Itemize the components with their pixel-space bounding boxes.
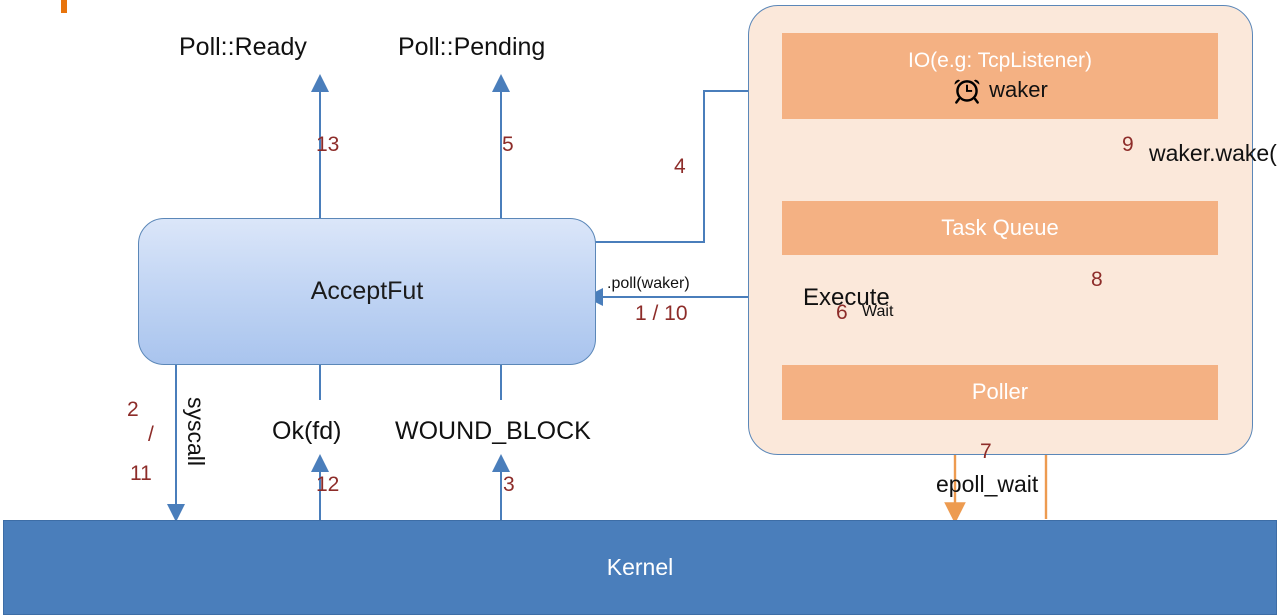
step-number-1-10: 1 / 10 bbox=[635, 302, 688, 325]
label-poll-pending: Poll::Pending bbox=[398, 33, 546, 61]
step-number-6: 6 bbox=[836, 301, 848, 324]
accept-fut-label: AcceptFut bbox=[310, 277, 424, 305]
poller-label: Poller bbox=[971, 379, 1029, 405]
step-number-11: 11 bbox=[130, 462, 152, 485]
execute-node[interactable]: Execute bbox=[803, 284, 890, 311]
step-number-5: 5 bbox=[502, 133, 514, 156]
step-number-4: 4 bbox=[674, 155, 686, 178]
accent-tick-mark bbox=[61, 0, 67, 13]
poller-node[interactable]: Poller bbox=[782, 365, 1218, 420]
label-would-block: WOUND_BLOCK bbox=[395, 417, 591, 445]
io-title: IO(e.g: TcpListener) bbox=[907, 49, 1093, 72]
step-number-3: 3 bbox=[503, 473, 515, 496]
alarm-clock-icon bbox=[952, 75, 982, 105]
step-number-9: 9 bbox=[1122, 133, 1134, 156]
label-waker-wake: waker.wake( bbox=[1149, 140, 1277, 166]
io-waker-row: waker bbox=[952, 75, 1048, 105]
task-queue-node[interactable]: Task Queue bbox=[782, 201, 1218, 255]
task-queue-label: Task Queue bbox=[941, 214, 1059, 240]
label-syscall: syscall bbox=[183, 397, 209, 467]
label-wait: Wait bbox=[862, 303, 894, 320]
step-number-12: 12 bbox=[316, 473, 340, 496]
step-number-sep: / bbox=[148, 423, 154, 446]
io-waker-label: waker bbox=[989, 77, 1048, 102]
label-poll-waker: .poll(waker) bbox=[607, 275, 690, 292]
label-epoll-wait: epoll_wait bbox=[936, 471, 1039, 497]
step-number-7: 7 bbox=[980, 440, 992, 463]
kernel-node[interactable]: Kernel bbox=[3, 520, 1277, 615]
kernel-label: Kernel bbox=[606, 554, 674, 580]
label-ok-fd: Ok(fd) bbox=[272, 417, 342, 445]
accept-fut-node[interactable]: AcceptFut bbox=[138, 218, 596, 365]
io-node[interactable]: IO(e.g: TcpListener) waker bbox=[782, 33, 1218, 119]
step-number-13: 13 bbox=[316, 133, 340, 156]
step-number-2: 2 bbox=[127, 398, 139, 421]
label-poll-ready: Poll::Ready bbox=[179, 33, 307, 61]
step-number-8: 8 bbox=[1091, 268, 1103, 291]
